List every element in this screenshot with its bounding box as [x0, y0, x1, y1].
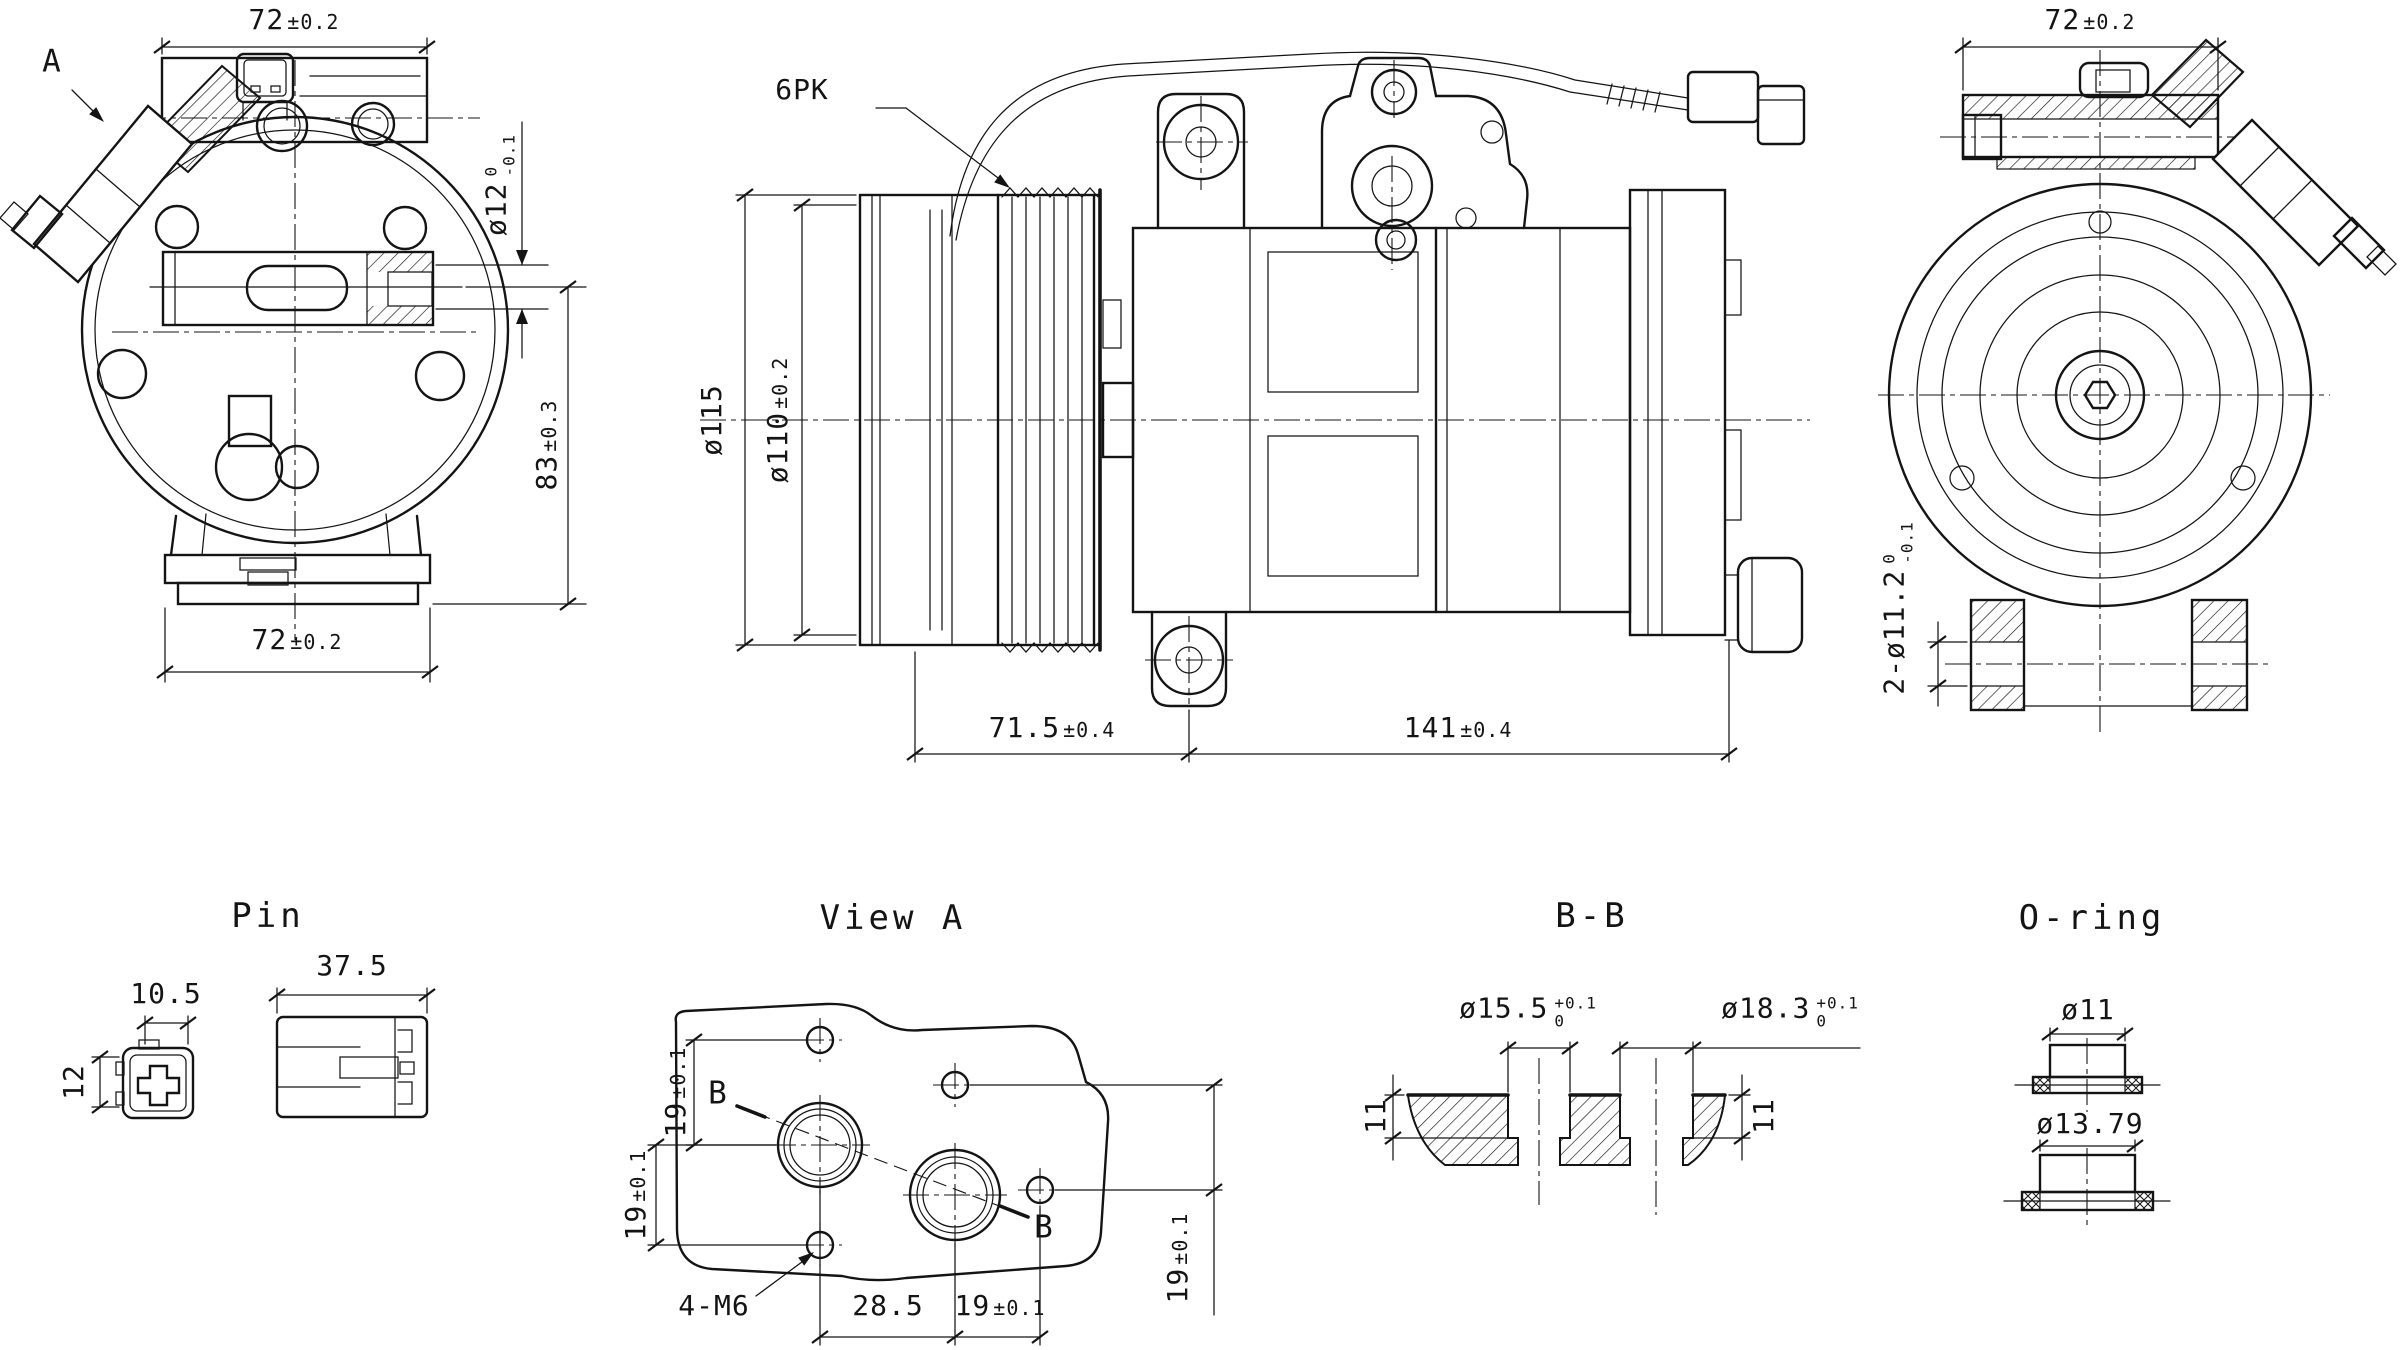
belt-groove-label: 6PK [775, 73, 829, 106]
dim-side-pulley-pitch: ø110±0.2 [761, 356, 794, 484]
dim-front-feet-holes: 2-ø11.2 0-0.1 [1877, 521, 1916, 695]
dim-viewa-upper-left: 19±0.1 [659, 1046, 692, 1138]
dim-bb-depth-left: 11 [1359, 1098, 1392, 1134]
front-view-drawing [1878, 37, 2397, 735]
section-bb-title: B-B [1555, 896, 1629, 936]
dim-pin-height: 12 [57, 1064, 90, 1100]
dim-rear-width-bottom: 72±0.2 [251, 623, 343, 656]
pin-detail-drawing [90, 987, 437, 1120]
rear-view-drawing [0, 37, 587, 683]
side-view-drawing [700, 51, 1810, 763]
dim-pin-length: 37.5 [316, 949, 388, 982]
view-a-drawing [646, 1002, 1224, 1346]
viewa-thread-label: 4-M6 [678, 1289, 750, 1322]
dim-side-front-length: 71.5±0.4 [988, 711, 1116, 744]
dim-viewa-port-spacing: 28.5 [852, 1289, 924, 1322]
dim-side-pulley-od: ø115 [695, 384, 728, 456]
dim-front-width-top: 72±0.2 [2044, 3, 2136, 36]
dim-viewa-lower-left: 19±0.1 [619, 1149, 652, 1241]
dim-pin-width: 10.5 [130, 977, 202, 1010]
dim-bb-depth-right: 11 [1747, 1098, 1780, 1134]
section-bb-drawing [1383, 1040, 1861, 1215]
oring-title: O-ring [2018, 898, 2166, 938]
dim-rear-shaft-dia: ø12 0-0.1 [479, 133, 518, 237]
oring-detail-drawing [2003, 1026, 2171, 1228]
pin-title: Pin [231, 896, 305, 936]
view-a-title: View A [819, 898, 967, 938]
section-label-b-end: B [1034, 1209, 1054, 1246]
dim-side-rear-length: 141±0.4 [1403, 711, 1513, 744]
dim-viewa-right: 19±0.1 [1161, 1212, 1194, 1304]
dim-viewa-bolt-offset: 19±0.1 [954, 1289, 1046, 1322]
section-label-b-start: B [708, 1075, 728, 1112]
dim-rear-height: 83±0.3 [530, 399, 563, 491]
dim-oring-small: ø11 [2061, 993, 2115, 1026]
dim-rear-width-top: 72±0.2 [248, 3, 340, 36]
view-arrow-label-a: A [42, 43, 62, 80]
dim-oring-large: ø13.79 [2036, 1107, 2144, 1140]
